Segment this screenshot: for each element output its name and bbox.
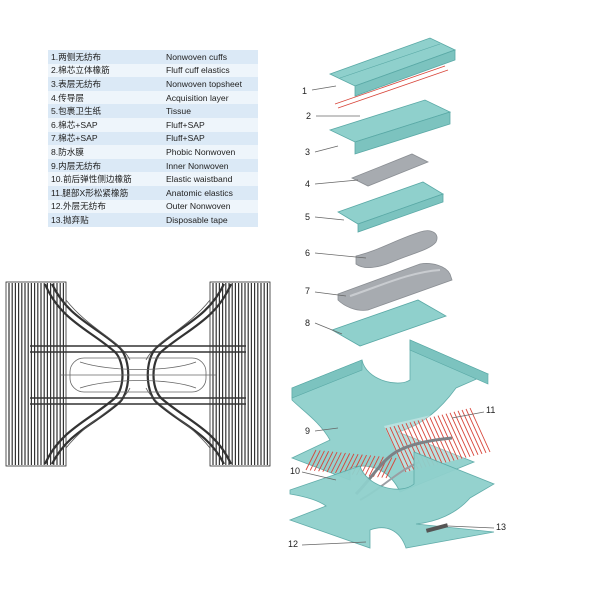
- legend-chinese-label: 7.棉芯+SAP: [48, 131, 163, 146]
- callout-leader-line: [314, 322, 343, 335]
- callout-number: 2: [306, 111, 311, 121]
- legend-chinese-label: 10.前后弹性侧边橡筋: [48, 172, 163, 186]
- layer-nonwoven-topsheet: [328, 99, 452, 155]
- callout-leader-line: [314, 216, 345, 221]
- diaper-top-view-drawing: [5, 281, 271, 467]
- legend-chinese-label: 12.外层无纺布: [48, 199, 163, 214]
- legend-chinese-label: 6.棉芯+SAP: [48, 117, 163, 132]
- callout-number: 5: [305, 212, 310, 222]
- layer-fluff-sap-1: [355, 230, 438, 268]
- core-outline: [60, 357, 216, 393]
- callout-number: 7: [305, 286, 310, 296]
- callout-number: 10: [290, 466, 300, 476]
- legend-english-label: Phobic Nonwoven: [163, 145, 258, 159]
- legend-english-label: Anatomic elastics: [163, 185, 258, 200]
- leg-elastic-curves: [43, 283, 233, 465]
- layer-fluff-sap-2: [337, 263, 453, 311]
- legend-english-label: Tissue: [163, 104, 258, 118]
- callout-number: 9: [305, 426, 310, 436]
- legend-english-label: Fluff+SAP: [163, 117, 258, 132]
- callout-leader-line: [314, 179, 359, 185]
- right-waistband-stripes: [212, 283, 268, 465]
- callout-leader-line: [314, 252, 367, 259]
- layer-nonwoven-cuffs: [328, 37, 457, 97]
- layer-acquisition: [351, 153, 429, 187]
- legend-english-label: Outer Nonwoven: [163, 199, 258, 214]
- callout-leader-line: [314, 291, 347, 297]
- callout-number: 4: [305, 179, 310, 189]
- callout-number: 12: [288, 539, 298, 549]
- callout-number: 8: [305, 318, 310, 328]
- legend-chinese-label: 2.棉芯立体橡筋: [48, 63, 163, 78]
- layer-fluff-cuff-elastics: [334, 65, 449, 109]
- legend-english-label: Acquisition layer: [163, 90, 258, 105]
- callout-leader-line: [451, 411, 485, 419]
- legend-english-label: Disposable tape: [163, 213, 258, 227]
- legend-english-label: Nonwoven topsheet: [163, 77, 258, 91]
- callout-number: 13: [496, 522, 506, 532]
- legend-chinese-label: 13.抛弃贴: [48, 213, 163, 227]
- left-waist-panel: [5, 281, 67, 467]
- exploded-layer-view: [288, 37, 495, 549]
- callout-number: 6: [305, 248, 310, 258]
- layer-outer-nonwoven: [288, 451, 495, 549]
- callout-number: 1: [302, 86, 307, 96]
- callout-leader-line: [301, 471, 337, 481]
- legend-chinese-label: 9.内层无纺布: [48, 158, 163, 173]
- disposable-tape: [425, 523, 449, 533]
- legend-chinese-label: 1.两侧无纺布: [48, 50, 163, 64]
- left-waistband-stripes: [8, 283, 65, 465]
- leg-outline-curves: [65, 299, 211, 449]
- callout-leader-line: [311, 85, 337, 91]
- right-waist-panel: [209, 281, 271, 467]
- legend-chinese-label: 8.防水膜: [48, 145, 163, 159]
- legend-english-label: Fluff+SAP: [163, 131, 258, 146]
- legend-chinese-label: 5.包裹卫生纸: [48, 104, 163, 118]
- callout-leader-line: [314, 145, 339, 153]
- legend-english-label: Nonwoven cuffs: [163, 50, 258, 64]
- legend-english-label: Inner Nonwoven: [163, 158, 258, 173]
- callout-leader-line: [314, 427, 339, 432]
- layer-tissue: [337, 181, 444, 233]
- callout-number: 3: [305, 147, 310, 157]
- legend-english-label: Elastic waistband: [163, 172, 258, 186]
- legend-chinese-label: 3.表层无纺布: [48, 77, 163, 91]
- core-bands: [30, 345, 246, 405]
- layer-phobic-nonwoven: [331, 299, 447, 347]
- callout-leader-line: [447, 525, 495, 529]
- legend-chinese-label: 11.腿部X形松紧橡筋: [48, 185, 163, 200]
- callout-number: 11: [486, 405, 495, 415]
- callout-leader-line: [301, 541, 367, 546]
- legend-english-label: Fluff cuff elastics: [163, 63, 258, 78]
- legend-chinese-label: 4.传导层: [48, 90, 163, 105]
